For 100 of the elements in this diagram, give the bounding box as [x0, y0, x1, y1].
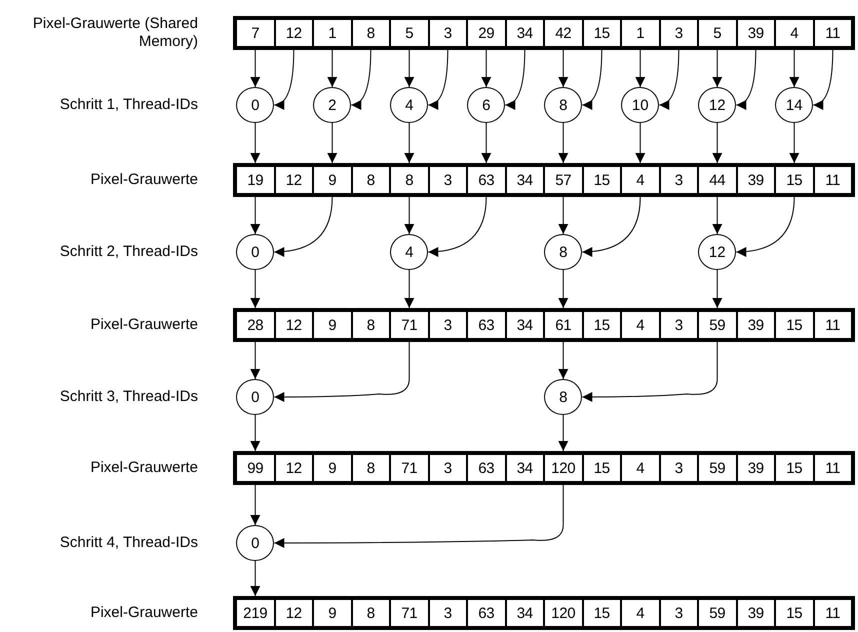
- array-cell: 71: [390, 454, 428, 482]
- thread-circle: 12: [698, 87, 736, 123]
- arrow: [504, 50, 526, 109]
- array-cell: 39: [736, 311, 775, 339]
- arrow: [481, 50, 492, 88]
- array-cell: 219: [236, 599, 274, 627]
- row-label: Pixel-Grauwerte: [89, 604, 198, 622]
- array-cell: 4: [621, 166, 660, 194]
- arrow: [250, 196, 260, 234]
- array-cell: 3: [660, 166, 698, 194]
- array-cell: 4: [621, 599, 660, 627]
- row-label: Pixel-Grauwerte: [89, 171, 198, 189]
- array-cell: 7: [236, 19, 274, 47]
- thread-circle: 12: [698, 234, 736, 270]
- array-cell: 12: [274, 166, 313, 194]
- arrow: [350, 50, 372, 109]
- array-cell: 71: [390, 599, 428, 627]
- array-cell: 8: [352, 599, 390, 627]
- thread-circle: 14: [775, 87, 814, 123]
- array-cell: 1: [621, 19, 660, 47]
- arrow: [558, 50, 568, 88]
- arrow: [658, 50, 680, 109]
- array-cell: 99: [236, 454, 274, 482]
- thread-circle: 2: [313, 87, 352, 123]
- arrow: [274, 342, 410, 402]
- arrow: [736, 50, 756, 109]
- array-cell: 34: [506, 599, 544, 627]
- arrow: [274, 50, 294, 109]
- array-cell: 34: [506, 166, 544, 194]
- arrow: [789, 122, 800, 164]
- array-cell: 9: [313, 599, 352, 627]
- arrow: [404, 196, 414, 234]
- array-cell: 19: [236, 166, 274, 194]
- arrow: [582, 196, 641, 257]
- array-cell: 12: [274, 311, 313, 339]
- arrow: [812, 50, 834, 109]
- array-cell: 29: [467, 19, 506, 47]
- array-cell: 34: [506, 19, 544, 47]
- array-cell: 12: [274, 599, 313, 627]
- array-cell: 71: [390, 311, 428, 339]
- arrow: [250, 122, 260, 164]
- array-cell: 4: [621, 454, 660, 482]
- array-cell: 3: [660, 599, 698, 627]
- arrow: [558, 122, 568, 164]
- row-label: Schritt 4, Thread-IDs: [58, 534, 198, 552]
- array-cell: 63: [467, 599, 506, 627]
- array-cell: 3: [660, 19, 698, 47]
- array-cell: 9: [313, 454, 352, 482]
- array-cell: 39: [736, 454, 775, 482]
- arrow: [250, 342, 260, 380]
- thread-circle: 8: [544, 379, 582, 415]
- arrow: [635, 122, 646, 164]
- array-cell: 4: [621, 311, 660, 339]
- arrow: [712, 50, 722, 88]
- array-cell: 120: [544, 454, 582, 482]
- array-cell: 11: [814, 19, 852, 47]
- row-label: Pixel-Grauwerte (Shared Memory): [32, 15, 198, 51]
- array-cell: 8: [352, 19, 390, 47]
- array-cell: 15: [775, 599, 814, 627]
- array-cell: 3: [428, 166, 467, 194]
- array-cell: 15: [582, 19, 621, 47]
- array-cell: 34: [506, 311, 544, 339]
- array-cell: 57: [544, 166, 582, 194]
- arrow: [481, 122, 492, 164]
- array-cell: 8: [352, 166, 390, 194]
- arrow: [250, 414, 260, 452]
- array-cell: 34: [506, 454, 544, 482]
- array-cell: 63: [467, 454, 506, 482]
- array-cell: 59: [698, 599, 736, 627]
- array-cell: 3: [428, 599, 467, 627]
- arrow: [250, 270, 260, 308]
- thread-circle: 8: [544, 234, 582, 270]
- arrow: [274, 196, 333, 257]
- arrow: [428, 50, 448, 109]
- array-cell: 11: [814, 311, 852, 339]
- array-cell: 3: [428, 19, 467, 47]
- array-cell: 3: [660, 454, 698, 482]
- array-cell: 9: [313, 311, 352, 339]
- arrow: [404, 122, 414, 164]
- array-cell: 15: [775, 166, 814, 194]
- array-cell: 39: [736, 599, 775, 627]
- array-cell: 8: [390, 166, 428, 194]
- arrow: [404, 50, 414, 88]
- arrow: [712, 122, 722, 164]
- array-cell: 42: [544, 19, 582, 47]
- array-cell: 28: [236, 311, 274, 339]
- arrow: [274, 484, 564, 548]
- array-cell: 1: [313, 19, 352, 47]
- array-cell: 63: [467, 166, 506, 194]
- arrow: [736, 196, 795, 257]
- arrow: [250, 50, 260, 88]
- thread-circle: 8: [544, 87, 582, 123]
- thread-circle: 4: [390, 87, 428, 123]
- array-cell: 39: [736, 19, 775, 47]
- arrow: [327, 50, 338, 88]
- arrow: [250, 560, 260, 596]
- row-label: Schritt 3, Thread-IDs: [58, 388, 198, 406]
- array-cell: 11: [814, 599, 852, 627]
- array-cell: 8: [352, 311, 390, 339]
- array-cell: 15: [582, 599, 621, 627]
